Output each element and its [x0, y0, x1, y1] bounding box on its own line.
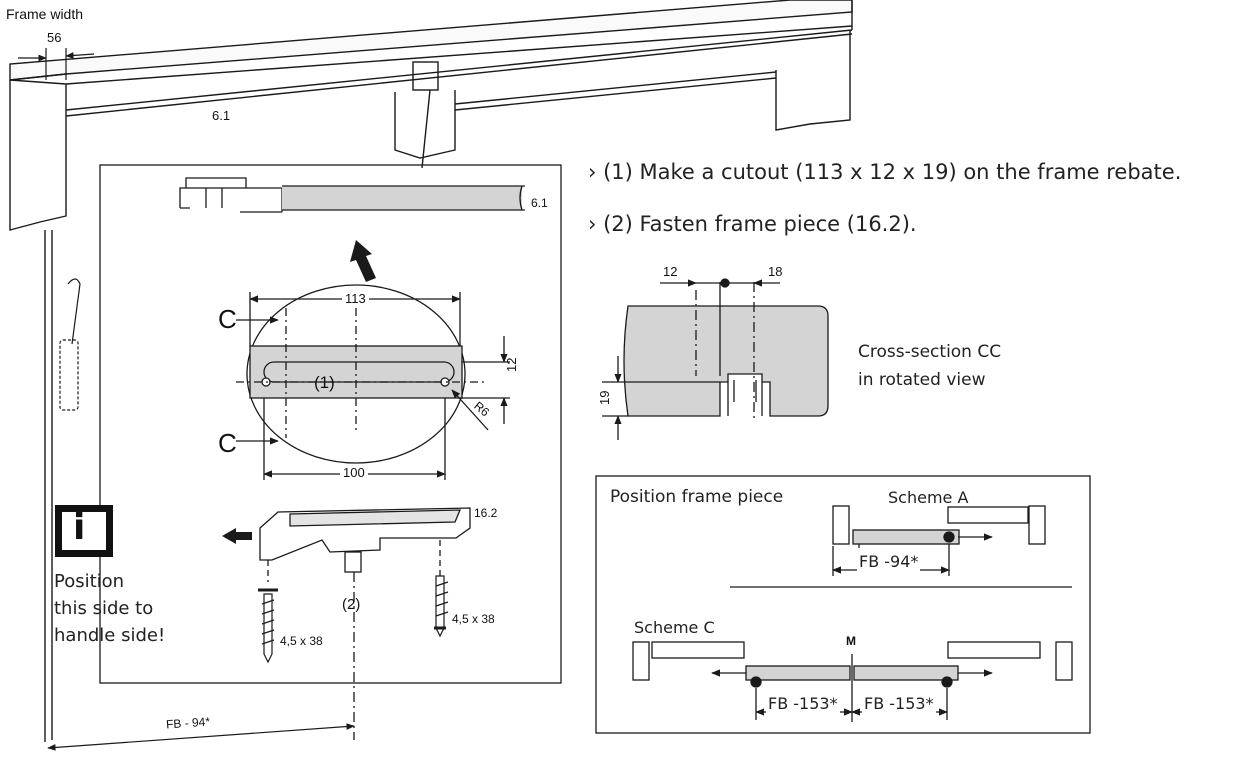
cross-section-caption: Cross-section CC in rotated view — [858, 338, 1001, 394]
dim-113-label: 113 — [342, 291, 369, 306]
frame-piece-16-2 — [222, 507, 471, 740]
cross-section-dim-12: 12 — [663, 264, 678, 279]
note-line-3: handle side! — [54, 625, 166, 646]
section-c-top-label: C — [218, 304, 237, 334]
fb-153-right-label: FB -153* — [862, 690, 936, 717]
part-16-2-label: 16.2 — [474, 506, 498, 520]
cross-section-dim-19: 19 — [597, 390, 612, 405]
cross-section-caption-line-1: Cross-section CC — [858, 342, 1002, 362]
position-box-title: Position frame piece — [610, 487, 784, 507]
frame-width-label: Frame width — [6, 6, 84, 22]
frame-width-value: 56 — [47, 30, 62, 45]
note-line-2: this side to — [54, 598, 154, 619]
part-6-1-right-label: 6.1 — [531, 196, 548, 210]
info-icon-box — [55, 505, 113, 557]
frame-width-dimension — [18, 48, 95, 80]
screw-left-label: 4,5 x 38 — [280, 634, 323, 648]
section-c-bottom-label: C — [218, 428, 237, 458]
instruction-step-1: › (1) Make a cutout (113 x 12 x 19) on t… — [588, 160, 1182, 184]
fb-94-label: FB -94* — [857, 548, 921, 575]
cross-section-cc — [602, 278, 829, 440]
screws — [258, 575, 449, 664]
dim-12-vertical-label: 12 — [504, 357, 519, 372]
middle-label: M — [846, 634, 856, 648]
scheme-a-label: Scheme A — [888, 488, 969, 507]
cross-section-dim-18: 18 — [768, 264, 783, 279]
detail-panel — [99, 164, 562, 684]
position-box — [595, 475, 1091, 734]
dim-100-label: 100 — [340, 465, 368, 480]
instruction-step-2: › (2) Fasten frame piece (16.2). — [588, 212, 917, 236]
insert-arrow — [350, 240, 376, 282]
part-6-1-top-label: 6.1 — [212, 108, 231, 123]
fb-94-dimension — [47, 723, 355, 751]
note-line-1: Position — [54, 571, 125, 592]
handle-side-note: Position this side to handle side! — [54, 568, 165, 649]
screw-right-label: 4,5 x 38 — [452, 612, 495, 626]
scheme-c-label: Scheme C — [634, 618, 715, 637]
fb-153-left-label: FB -153* — [766, 690, 840, 717]
handle-sketch — [59, 278, 81, 411]
fasten-marker-label: (2) — [342, 596, 361, 613]
cutout-marker-label: (1) — [314, 373, 335, 392]
window-frame-perspective — [9, 0, 853, 742]
cutout-detail — [236, 284, 510, 480]
cross-section-caption-line-2: in rotated view — [858, 370, 986, 390]
profile-6-1 — [179, 177, 525, 213]
info-icon: i — [73, 507, 86, 548]
